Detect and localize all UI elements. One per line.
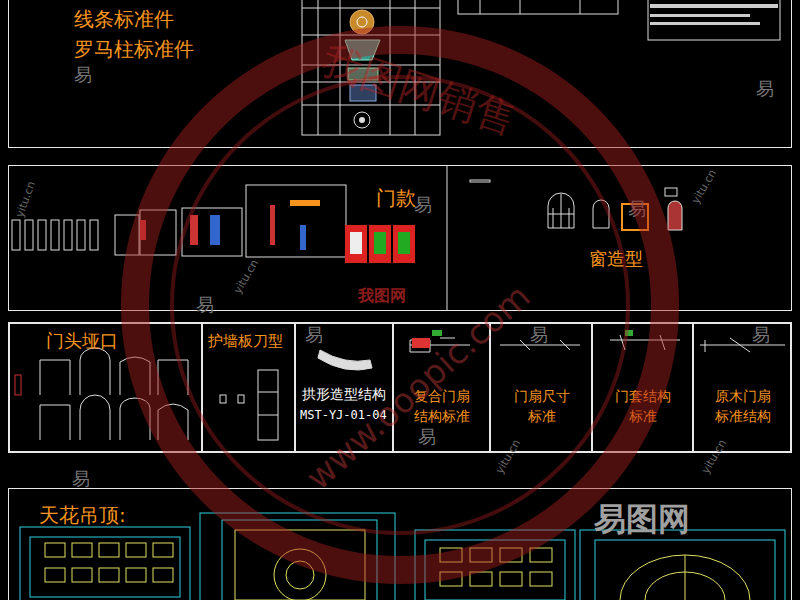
watermark-text: 我图网 [358,288,406,304]
section-cell: 护墙板刀型 [202,323,295,452]
watermark-url: yitu.cn [700,438,728,476]
watermark-url: yitu.cn [690,168,718,206]
watermark-text: 易 [756,80,774,98]
section-title: 天花吊顶: [39,503,126,527]
watermark-text: 易 [752,326,770,344]
section-title: 护墙板刀型 [208,332,283,350]
watermark-text: 易 [196,296,214,314]
section-title: 原木门扇标准结构 [713,386,773,427]
watermark-url: yitu.cn [14,180,37,219]
watermark-text: 易 [414,196,432,214]
section-cell: 门套结构标准 [592,323,693,452]
section-cell: 门头垭口 [9,323,202,452]
watermark-text: 易 [530,326,548,344]
watermark-text: 易 [72,470,90,488]
watermark-text: 易图网 [594,503,690,535]
watermark-text: 易 [418,428,436,446]
watermark-url: yitu.cn [232,258,260,296]
section-title: 门套结构标准 [613,386,673,427]
watermark-text: 易 [74,66,92,84]
section-title: 门头垭口 [46,330,118,352]
section-title: 线条标准件 [74,7,174,31]
section-title: 门款 [376,186,416,210]
section-title: 拱形造型结构 [302,386,386,403]
watermark-text: 我图网销售 [318,40,521,140]
watermark-text: 易 [305,326,323,344]
watermark-text: 易 [628,200,646,218]
watermark-url: yitu.cn [494,438,522,476]
section-title: 窗造型 [589,248,643,270]
section-cell: 原木门扇标准结构 [693,323,791,452]
section-title: 门扇尺寸标准 [512,386,572,427]
section-title: 罗马柱标准件 [74,37,194,61]
